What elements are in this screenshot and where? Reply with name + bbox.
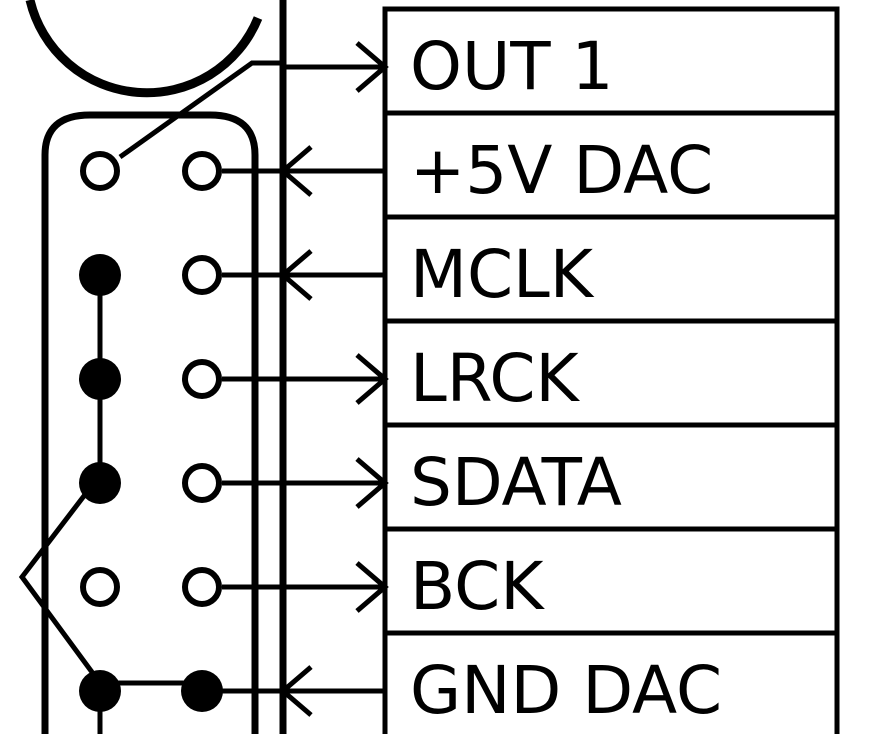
signal-wire-out: [222, 561, 389, 613]
signal-label: OUT 1: [410, 28, 614, 105]
signal-label: GND DAC: [410, 652, 722, 729]
signal-wire-out: [222, 353, 389, 405]
signal-label: MCLK: [410, 236, 595, 313]
signal-label: +5V DAC: [410, 132, 713, 209]
pin-left-filled: [79, 462, 121, 504]
signal-wire-in: [222, 665, 385, 717]
pin-left-open: [80, 567, 120, 607]
pin-left-filled: [79, 254, 121, 296]
jumper-wires: [18, 60, 283, 734]
pin-right-open: [182, 255, 222, 295]
header-pins: [79, 151, 223, 712]
pin-left-filled: [79, 358, 121, 400]
pin-left-filled: [79, 670, 121, 712]
signal-wire-out: [283, 41, 389, 93]
pin-right-filled: [181, 670, 223, 712]
signal-label: BCK: [410, 548, 545, 625]
arrow-left-icon: [279, 665, 313, 717]
signal-wires: [222, 41, 389, 717]
pin-right-open: [182, 567, 222, 607]
arrow-left-icon: [279, 249, 313, 301]
pin-left-open: [80, 151, 120, 191]
signal-wire-in: [222, 145, 385, 197]
arrow-right-icon: [355, 457, 389, 509]
arrow-right-icon: [355, 41, 389, 93]
signal-wire-in: [222, 249, 385, 301]
pin-right-open: [182, 463, 222, 503]
jack-outline: [25, 0, 263, 98]
signal-labels: OUT 1 +5V DAC MCLK LRCK SDATA BCK GND DAC: [410, 28, 722, 729]
pin-right-open: [182, 359, 222, 399]
signal-label: SDATA: [410, 444, 622, 521]
signal-wire-out: [222, 457, 389, 509]
pin-right-open: [182, 151, 222, 191]
arrow-left-icon: [279, 145, 313, 197]
row-dividers: [385, 110, 837, 636]
header-outline: [41, 111, 259, 734]
arrow-right-icon: [355, 353, 389, 405]
signal-table: OUT 1 +5V DAC MCLK LRCK SDATA BCK GND DAC: [382, 6, 840, 734]
signal-label: LRCK: [410, 340, 580, 417]
arrow-right-icon: [355, 561, 389, 613]
